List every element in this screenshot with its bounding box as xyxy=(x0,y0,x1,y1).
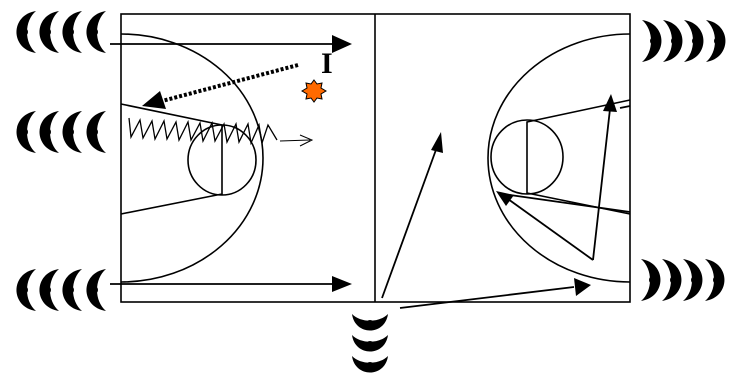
blue-player xyxy=(62,111,82,153)
red-player xyxy=(705,259,725,301)
right-key-lane xyxy=(526,99,631,215)
red-player xyxy=(642,20,662,62)
red-player xyxy=(663,20,683,62)
top-lane-arrow xyxy=(110,35,352,53)
blue-players-middle-row xyxy=(16,111,106,153)
red-player xyxy=(684,20,704,62)
outlet-arrow-right xyxy=(399,278,591,309)
outlet-arrow-up xyxy=(381,132,443,299)
red-player xyxy=(683,259,703,301)
red-player xyxy=(706,20,726,62)
left-free-throw-circle xyxy=(187,124,257,196)
blue-players-bottom-row xyxy=(16,269,106,311)
right-free-throw-circle xyxy=(490,119,564,195)
blue-player xyxy=(16,269,36,311)
blue-player xyxy=(62,11,82,53)
court xyxy=(120,13,631,303)
red-players-bottom-stack xyxy=(352,314,388,373)
blue-player xyxy=(86,111,106,153)
blue-player xyxy=(86,11,106,53)
right-triangle-path xyxy=(496,94,631,261)
movement-arrows xyxy=(110,35,631,309)
red-player xyxy=(352,356,388,373)
blue-player xyxy=(62,269,82,311)
red-player xyxy=(641,259,661,301)
blue-player xyxy=(39,269,59,311)
red-players-bottom-row xyxy=(641,259,725,301)
blue-player xyxy=(16,111,36,153)
left-key-lane xyxy=(120,103,223,215)
blue-player xyxy=(16,11,36,53)
basketball-icon xyxy=(301,79,327,103)
red-player xyxy=(662,259,682,301)
blue-player xyxy=(39,11,59,53)
red-player xyxy=(352,335,388,352)
blue-player xyxy=(39,111,59,153)
red-players-top-row xyxy=(642,20,726,62)
right-three-point-arc xyxy=(487,33,631,283)
bottom-lane-arrow xyxy=(110,276,352,292)
dribble-zigzag xyxy=(128,117,314,147)
red-player xyxy=(352,314,388,331)
pass-arrow-dotted xyxy=(142,63,299,109)
screen-label: I xyxy=(321,47,333,80)
blue-player xyxy=(86,269,106,311)
blue-players-top-row xyxy=(16,11,106,53)
left-three-point-arc xyxy=(120,33,264,283)
